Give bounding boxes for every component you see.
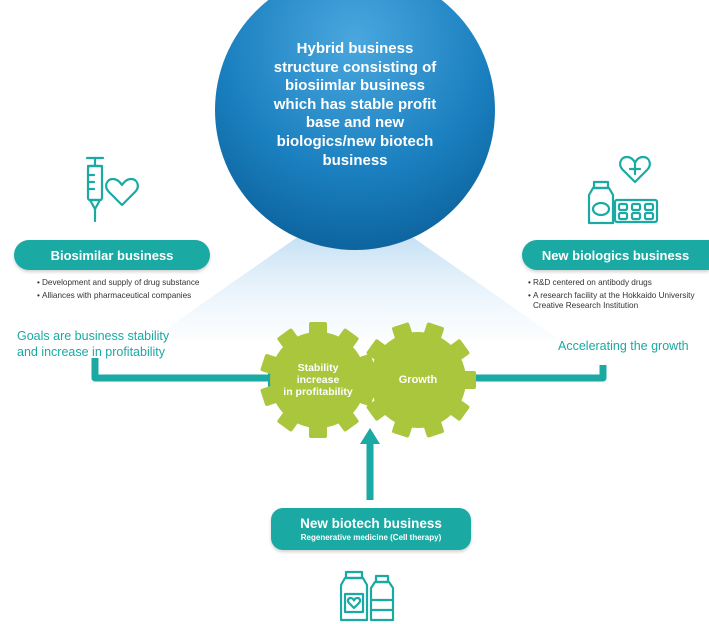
bullet-item: R&D centered on antibody drugs <box>528 278 703 288</box>
biosimilar-goal: Goals are business stability and increas… <box>17 328 217 360</box>
goal-line: and increase in profitability <box>17 345 165 359</box>
gear-left-label: Stability increase in profitability <box>268 362 368 398</box>
central-headline: Hybrid business structure consisting of … <box>245 40 465 170</box>
new-biotech-business-title: New biotech business <box>300 515 442 531</box>
new-biotech-business-subtitle: Regenerative medicine (Cell therapy) <box>300 532 442 542</box>
headline-line: structure consisting of <box>273 58 437 76</box>
pill-bottle-heart-icon <box>587 155 659 225</box>
new-biologics-business-pill: New biologics business <box>522 240 709 270</box>
biosimilar-business-title: Biosimilar business <box>50 247 174 263</box>
gear-label-line: increase <box>296 374 340 386</box>
headline-line: which has stable profit <box>273 95 437 113</box>
gear-right-label: Growth <box>398 374 438 386</box>
new-biologics-bullets: R&D centered on antibody drugs A researc… <box>528 278 703 314</box>
new-biologics-goal: Accelerating the growth <box>558 339 689 353</box>
headline-line: business <box>322 151 388 169</box>
bullet-item: Development and supply of drug substance <box>37 278 212 288</box>
headline-line: Hybrid business <box>296 40 414 57</box>
headline-line: biologics/new biotech <box>276 132 434 150</box>
syringe-heart-icon <box>85 156 139 223</box>
biosimilar-bullets: Development and supply of drug substance… <box>37 278 212 304</box>
new-biotech-business-pill: New biotech business Regenerative medici… <box>271 508 471 550</box>
vials-heart-icon <box>340 570 395 622</box>
biosimilar-business-pill: Biosimilar business <box>14 240 210 270</box>
goal-line: Goals are business stability <box>17 329 170 343</box>
new-biologics-business-title: New biologics business <box>541 247 690 263</box>
headline-line: biosiimlar business <box>284 77 426 95</box>
bullet-item: Alliances with pharmaceutical companies <box>37 291 212 301</box>
gear-label-line: Stability <box>297 362 339 374</box>
bullet-item: A research facility at the Hokkaido Univ… <box>528 291 703 311</box>
gear-label-line: in profitability <box>283 386 353 398</box>
headline-line: base and new <box>305 114 405 132</box>
